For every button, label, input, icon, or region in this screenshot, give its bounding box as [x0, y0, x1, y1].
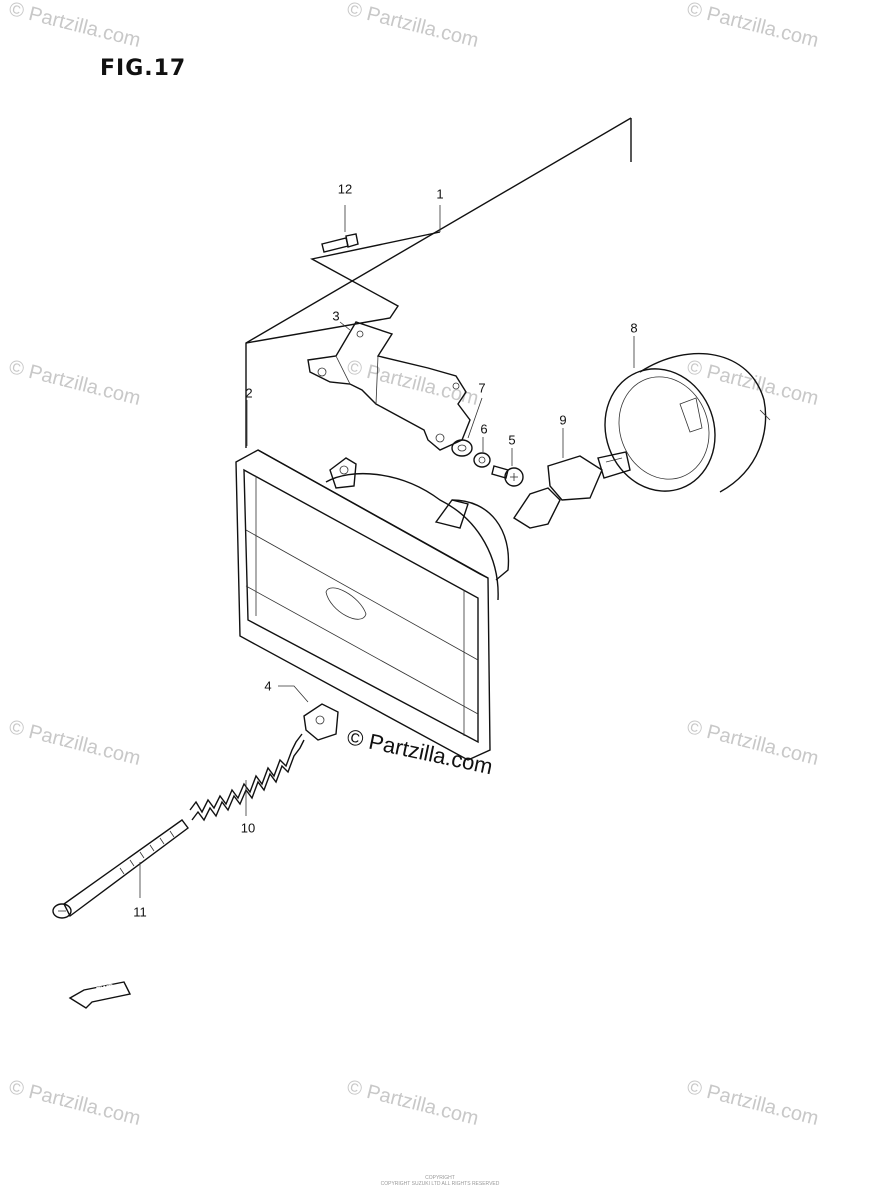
- callout-7: 7: [478, 380, 486, 396]
- copyright-footer: COPYRIGHT COPYRIGHT SUZUKI LTD ALL RIGHT…: [380, 1175, 500, 1187]
- bracket-part-3: [307, 321, 471, 451]
- fwd-arrow: [68, 981, 132, 1009]
- washer-part-7: [451, 397, 483, 457]
- figure-title: FIG.17: [100, 56, 187, 81]
- callout-10: 10: [240, 820, 256, 836]
- screw-part-11: [52, 819, 189, 919]
- callout-3: 3: [332, 308, 340, 324]
- callout-9: 9: [559, 412, 567, 428]
- cover-part-8: [604, 336, 771, 493]
- bolt-part-12: [321, 205, 359, 253]
- callout-1: 1: [436, 186, 444, 202]
- callout-2: 2: [245, 385, 253, 401]
- screw-part-5: [491, 448, 524, 487]
- headlight-part-2: [235, 400, 510, 761]
- callout-6: 6: [480, 421, 488, 437]
- bulb-part-9: [513, 428, 631, 529]
- callout-5: 5: [508, 432, 516, 448]
- callout-8: 8: [630, 320, 638, 336]
- copyright-line-1: COPYRIGHT: [425, 1175, 455, 1181]
- callout-4: 4: [264, 678, 272, 694]
- copyright-line-2: COPYRIGHT SUZUKI LTD ALL RIGHTS RESERVED: [380, 1181, 500, 1187]
- callout-11: 11: [133, 904, 147, 920]
- spring-part-10: [189, 733, 305, 822]
- callout-12: 12: [337, 181, 353, 197]
- assembly-bracket-line: [245, 117, 632, 448]
- nut-part-4: [278, 685, 339, 741]
- washer-part-6: [473, 437, 491, 468]
